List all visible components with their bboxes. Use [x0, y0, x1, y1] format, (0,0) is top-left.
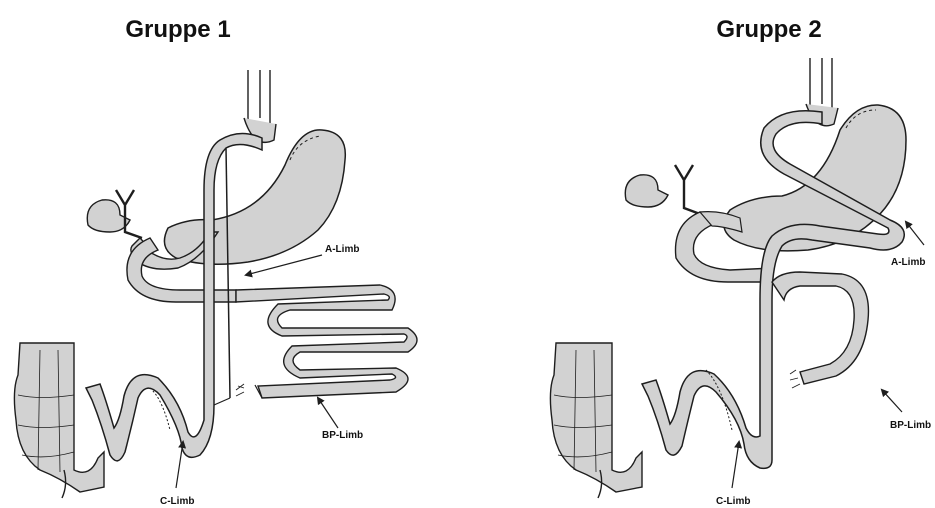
panel-2-colon — [550, 343, 642, 498]
panel-2-a-limb-arrow — [906, 222, 924, 245]
panel-2-bp-limb-loop — [772, 272, 868, 384]
panel-1-remnant-stomach — [164, 130, 345, 264]
panel-2-title: Gruppe 2 — [716, 16, 821, 43]
panel-2-c-limb-arrow — [732, 442, 739, 488]
panel-2-gallbladder — [625, 165, 700, 214]
panel-2-c-limb-label: C-Limb — [716, 496, 750, 507]
panel-1-esophagus — [244, 70, 276, 142]
panel-1-bp-limb-coils — [236, 285, 417, 398]
panel-1-c-limb-arrow — [176, 442, 183, 488]
panel-1-c-limb-label: C-Limb — [160, 496, 194, 507]
panel-2-bp-limb-arrow — [882, 390, 902, 412]
panel-2-a-limb-label: A-Limb — [891, 257, 925, 268]
panel-2-bp-limb-label: BP-Limb — [890, 420, 931, 431]
panel-1-gallbladder — [87, 190, 142, 238]
panel-gruppe-2: Gruppe 2 A-Limb — [550, 16, 931, 507]
panel-1-bp-limb-arrow — [318, 398, 338, 428]
panel-1-bp-limb-label: BP-Limb — [322, 430, 363, 441]
panel-gruppe-1: Gruppe 1 — [14, 16, 417, 507]
panel-1-title: Gruppe 1 — [125, 16, 230, 43]
panel-1-colon — [14, 343, 104, 498]
panel-1-a-limb-label: A-Limb — [325, 244, 359, 255]
